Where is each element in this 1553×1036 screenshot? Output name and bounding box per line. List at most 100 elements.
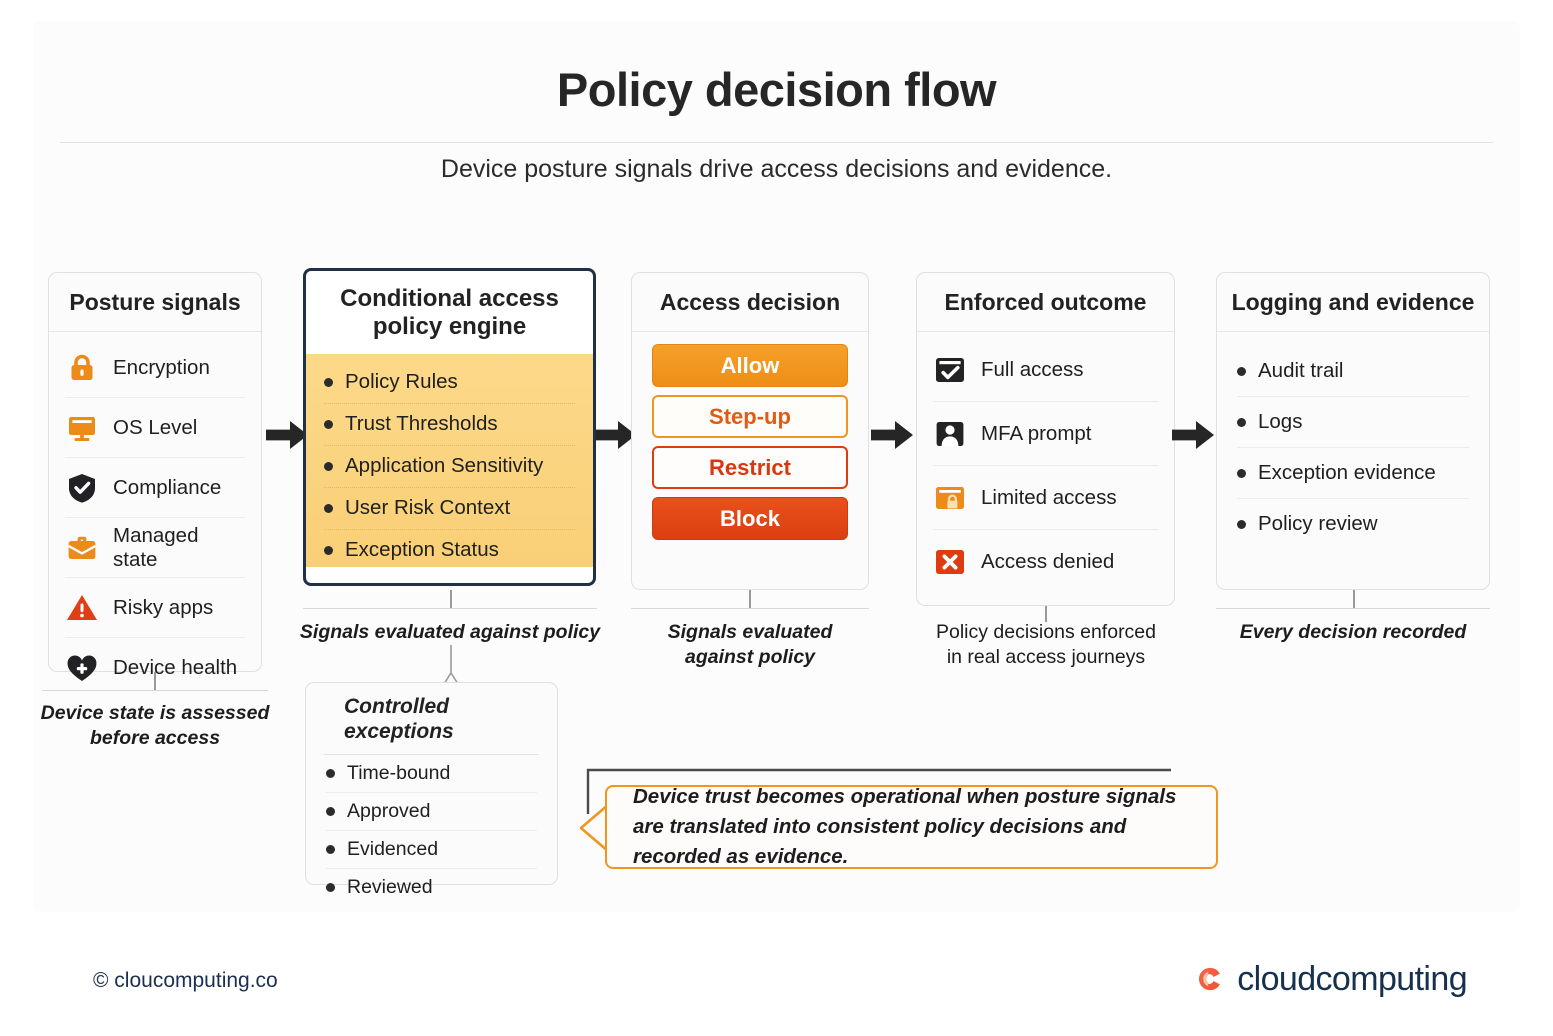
- list-item-mfa-prompt[interactable]: MFA prompt: [933, 402, 1158, 467]
- list-item-full-access[interactable]: Full access: [933, 338, 1158, 403]
- list-item-label: Time-bound: [347, 761, 451, 784]
- page-title: Policy decision flow: [556, 63, 997, 116]
- caption-rule-logging: [1216, 608, 1490, 609]
- list-item-device-health[interactable]: Device health: [65, 638, 245, 697]
- bullet-dot-icon: [324, 545, 333, 555]
- list-item-os-level[interactable]: OS Level: [65, 398, 245, 459]
- list-item-application-sensitivity[interactable]: Application Sensitivity: [324, 446, 575, 488]
- panel-enforced-body: Full access MFA prompt Limited access: [917, 332, 1174, 603]
- panel-exceptions-title: Controlled exceptions: [324, 683, 539, 755]
- badge-block[interactable]: Block: [652, 497, 848, 541]
- bullet-dot-icon: [1237, 417, 1246, 427]
- list-item-label: Full access: [981, 357, 1084, 381]
- list-item-label: Logs: [1258, 410, 1303, 434]
- badge-restrict[interactable]: Restrict: [652, 446, 848, 490]
- panel-logging-and-evidence: Logging and evidence Audit trail Logs Ex…: [1216, 272, 1490, 590]
- bullet-dot-icon: [1237, 366, 1246, 376]
- list-item-label: Trust Thresholds: [345, 412, 498, 436]
- panel-engine-title: Conditional access policy engine: [340, 285, 559, 341]
- panel-logging-body: Audit trail Logs Exception evidence Poli…: [1217, 332, 1489, 563]
- list-item-logs[interactable]: Logs: [1237, 397, 1469, 449]
- badge-label: Allow: [720, 352, 780, 378]
- callout-text: Device trust becomes operational when po…: [633, 785, 1177, 868]
- shield-check-icon: [69, 473, 95, 503]
- caption-decision: Signals evaluated against policy: [667, 621, 833, 669]
- list-item-label: Audit trail: [1258, 359, 1344, 383]
- list-item-audit-trail[interactable]: Audit trail: [1237, 346, 1469, 398]
- panel-exceptions-body: Time-bound Approved Evidenced Reviewed: [306, 755, 557, 906]
- badge-step-up[interactable]: Step-up: [652, 395, 848, 439]
- list-item-label: Device health: [113, 655, 238, 679]
- bullet-dot-icon: [324, 377, 333, 387]
- panel-controlled-exceptions: Controlled exceptions Time-bound Approve…: [305, 682, 558, 898]
- badge-label: Block: [720, 505, 780, 531]
- panel-logging-title: Logging and evidence: [1217, 273, 1489, 333]
- list-item-label: Compliance: [113, 475, 222, 499]
- list-item-limited-access[interactable]: Limited access: [933, 466, 1158, 531]
- list-item-user-risk-context[interactable]: User Risk Context: [324, 488, 575, 530]
- bullet-dot-icon: [1237, 468, 1246, 478]
- badge-allow[interactable]: Allow: [652, 344, 848, 388]
- list-item-label: Access denied: [981, 549, 1115, 573]
- list-item-trust-thresholds[interactable]: Trust Thresholds: [324, 404, 575, 446]
- arrow-posture-to-engine: [266, 421, 308, 449]
- panel-enforced-title: Enforced outcome: [917, 273, 1174, 333]
- bullet-dot-icon: [324, 419, 333, 429]
- folder-check-icon: [936, 357, 964, 382]
- bullet-dot-icon: [326, 882, 335, 892]
- page-subtitle: Device posture signals drive access deci…: [440, 155, 1113, 183]
- list-item-label: Risky apps: [113, 595, 214, 619]
- caption-logging: Every decision recorded: [1239, 621, 1467, 643]
- list-item-time-bound[interactable]: Time-bound: [326, 755, 537, 793]
- list-item-exception-evidence[interactable]: Exception evidence: [1237, 448, 1469, 500]
- list-item-label: Application Sensitivity: [345, 454, 544, 478]
- list-item-policy-rules[interactable]: Policy Rules: [324, 362, 575, 404]
- list-item-reviewed[interactable]: Reviewed: [326, 869, 537, 906]
- panel-engine-body: Policy Rules Trust Thresholds Applicatio…: [306, 353, 593, 567]
- caption-engine: Signals evaluated against policy: [299, 621, 601, 643]
- list-item-label: Exception Status: [345, 538, 499, 562]
- list-item-evidenced[interactable]: Evidenced: [326, 831, 537, 869]
- caption-tick-logging: [1353, 590, 1355, 608]
- monitor-icon: [69, 416, 95, 441]
- list-item-label: OS Level: [113, 415, 198, 439]
- list-item-label: User Risk Context: [345, 496, 511, 520]
- list-item-label: Policy review: [1258, 512, 1378, 536]
- list-item-managed-state[interactable]: Managed state: [65, 518, 245, 579]
- briefcase-icon: [68, 536, 96, 559]
- panel-conditional-access-policy-engine: Conditional access policy engine Policy …: [303, 268, 596, 586]
- heart-plus-icon: [67, 655, 97, 681]
- connector-engine-to-exceptions: [443, 645, 459, 684]
- caption-posture: Device state is assessed before access: [40, 702, 270, 750]
- caption-rule-posture: [42, 690, 268, 691]
- list-item-label: Approved: [347, 799, 431, 822]
- logo-wordmark: cloudcomputing: [1237, 959, 1467, 998]
- list-item-exception-status[interactable]: Exception Status: [324, 530, 575, 571]
- list-item-policy-review[interactable]: Policy review: [1237, 499, 1469, 549]
- panel-access-decision: Access decision Allow Step-up Restrict B…: [631, 272, 869, 590]
- user-badge-icon: [936, 421, 964, 446]
- x-square-icon: [936, 549, 964, 574]
- title-divider: [60, 142, 1493, 143]
- list-item-risky-apps[interactable]: Risky apps: [65, 578, 245, 639]
- list-item-encryption[interactable]: Encryption: [65, 338, 245, 399]
- bullet-dot-icon: [326, 844, 335, 854]
- list-item-label: Managed state: [113, 523, 199, 571]
- list-item-access-denied[interactable]: Access denied: [933, 530, 1158, 593]
- caption-rule-decision: [631, 608, 869, 609]
- arrow-engine-to-decision: [596, 421, 636, 449]
- list-item-label: MFA prompt: [981, 421, 1092, 445]
- list-item-label: Evidenced: [347, 837, 439, 860]
- panel-posture-signals: Posture signals Encryption OS Level: [48, 272, 262, 681]
- badge-label: Step-up: [709, 403, 791, 429]
- caption-tick-enforced: [1045, 606, 1047, 622]
- bullet-dot-icon: [324, 503, 333, 513]
- panel-decision-title: Access decision: [632, 273, 868, 333]
- caption-rule-engine: [303, 608, 597, 609]
- caption-tick-posture: [154, 672, 156, 690]
- list-item-compliance[interactable]: Compliance: [65, 458, 245, 519]
- callout-box: Device trust becomes operational when po…: [605, 785, 1218, 869]
- list-item-approved[interactable]: Approved: [326, 793, 537, 831]
- caption-tick-decision: [749, 590, 751, 608]
